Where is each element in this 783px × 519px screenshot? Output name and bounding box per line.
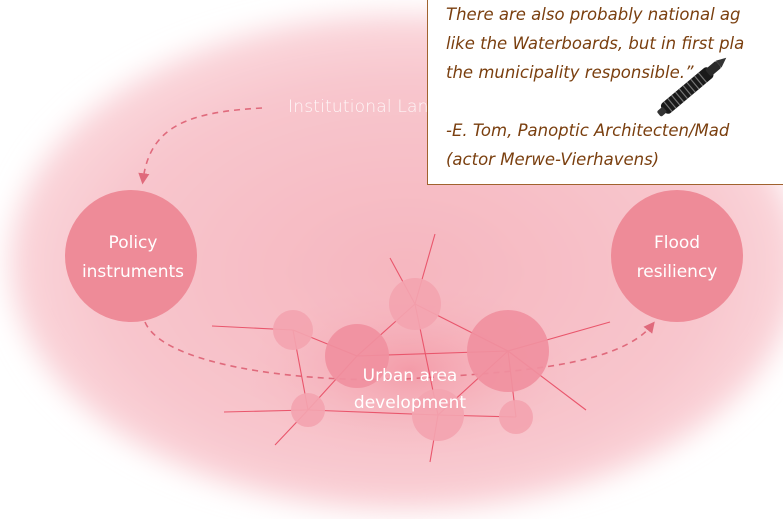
arrow-policy-to-flood (144, 321, 655, 381)
urban-node (467, 310, 549, 392)
urban-label-line1: Urban area (362, 366, 458, 386)
urban-node (291, 393, 325, 427)
flood-label-line1: Flood (653, 233, 701, 253)
policy-instruments-label: Policy instruments (66, 229, 200, 287)
urban-node (273, 310, 313, 350)
policy-node (65, 190, 197, 322)
quote-line-3: the municipality responsible.” (446, 63, 694, 82)
quote-attribution-1: -E. Tom, Panoptic Architecten/Mad (446, 121, 730, 140)
urban-node (412, 389, 464, 441)
quote-line-2: like the Waterboards, but in first pla (446, 34, 745, 53)
quote-text: There are also probably national ag like… (446, 0, 783, 174)
urban-node (325, 324, 389, 388)
fountain-pen-icon (657, 57, 727, 117)
flood-node (611, 190, 743, 322)
flood-resiliency-label: Flood resiliency (610, 229, 744, 287)
quote-box (427, 0, 783, 185)
flood-label-line2: resiliency (636, 262, 718, 282)
quote-line-1: There are also probably national ag (446, 5, 741, 24)
urban-label-line2: development (353, 393, 467, 413)
urban-node (499, 400, 533, 434)
quote-attribution-2: (actor Merwe-Vierhavens) (446, 150, 660, 169)
policy-label-line2: instruments (81, 262, 185, 282)
policy-label-line1: Policy (108, 233, 158, 253)
urban-node (389, 278, 441, 330)
urban-area-development-label: Urban area development (330, 363, 490, 417)
arrow-landscape-to-policy (138, 107, 263, 185)
